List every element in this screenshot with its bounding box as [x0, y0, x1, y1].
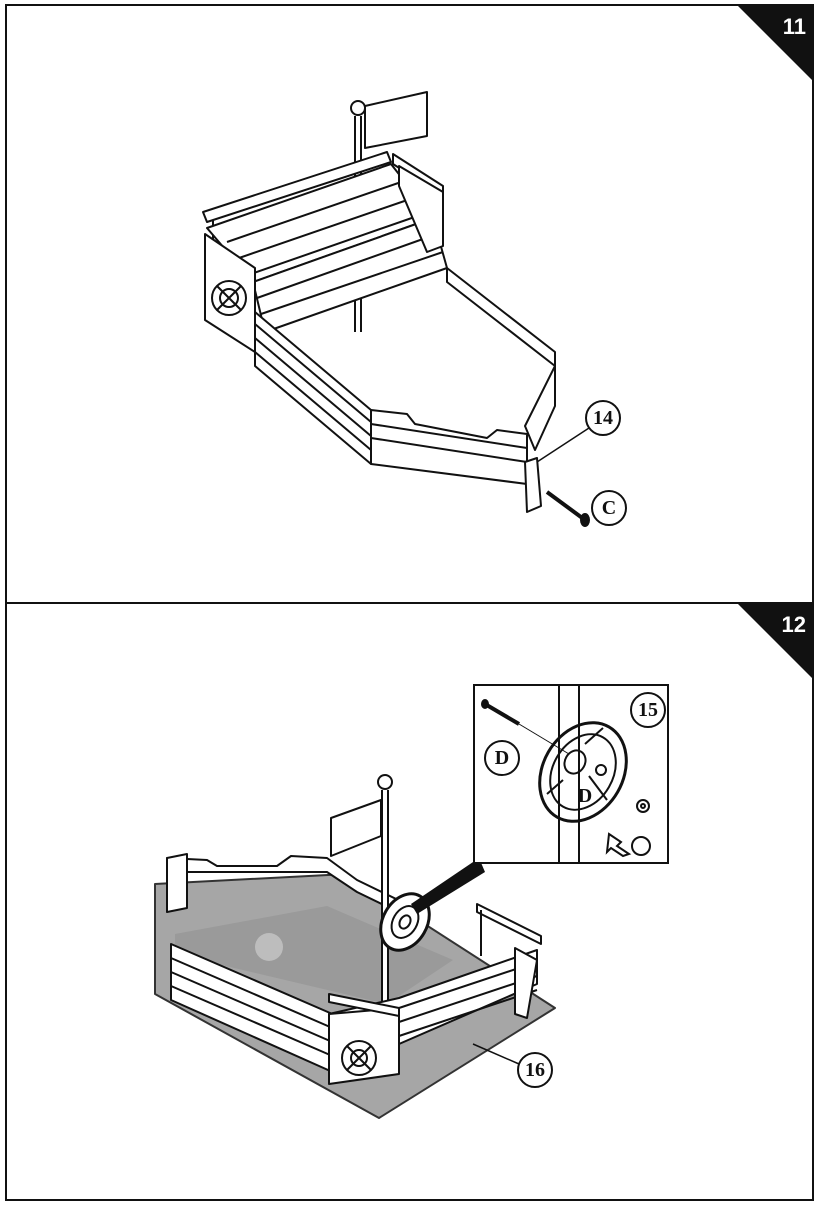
- arrow-icon: [605, 832, 632, 858]
- cap-icon: [631, 836, 651, 856]
- step-12-panel: 12: [5, 602, 814, 1201]
- steering-wheel-icon: [538, 721, 628, 823]
- step-tab-12: [738, 604, 812, 678]
- callout-part-14: 14: [585, 400, 621, 436]
- bolt-icon: [481, 699, 570, 755]
- callout-hardware-c: C: [591, 490, 627, 526]
- ship-sandbox-with-wheel-illustration: [154, 774, 556, 1119]
- step-tab-11: [738, 6, 812, 80]
- callout-wheel-15: 15: [630, 692, 666, 728]
- callout-liner-16: 16: [517, 1052, 553, 1088]
- flag-icon: [330, 774, 393, 1004]
- callout-bolt-d: D: [484, 740, 520, 776]
- step-11-panel: 11: [5, 4, 814, 604]
- nut-icon: [595, 764, 650, 813]
- screw-icon: [545, 490, 590, 527]
- step-number-12: 12: [781, 612, 806, 637]
- step-number-11: 11: [782, 14, 806, 39]
- callout-bolt-d-detail: D: [577, 785, 593, 807]
- ship-sandbox-illustration: [202, 91, 590, 527]
